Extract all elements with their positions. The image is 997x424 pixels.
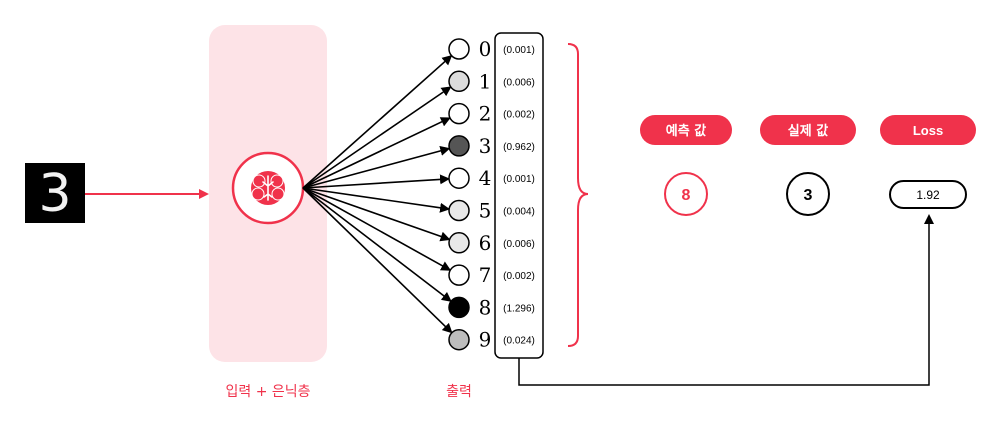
brain-icon <box>251 171 285 205</box>
output-node-9 <box>448 328 470 351</box>
loss-label: Loss <box>913 123 943 138</box>
output-node-8 <box>448 296 470 319</box>
predicted-label: 예측 값 <box>666 123 706 139</box>
output-value-1: (0.006) <box>503 77 535 88</box>
loss-value: 1.92 <box>916 188 940 202</box>
output-digit-7: 7 <box>479 263 492 287</box>
loss-pill: Loss <box>880 115 976 145</box>
fan-arrow-1 <box>302 86 452 189</box>
fan-arrow-6 <box>302 187 451 242</box>
output-value-2: (0.002) <box>503 110 535 121</box>
predicted-value: 8 <box>682 187 691 204</box>
loss-connector-arrow <box>518 214 934 386</box>
fan-arrow-7 <box>302 187 452 271</box>
actual-pill: 실제 값 <box>760 115 856 145</box>
actual-value-circle: 3 <box>786 172 830 216</box>
output-digit-0: 0 <box>479 37 492 61</box>
output-value-8: (1.296) <box>503 303 535 314</box>
output-value-9: (0.024) <box>503 336 535 347</box>
output-value-5: (0.004) <box>503 207 535 218</box>
output-digit-8: 8 <box>479 295 492 319</box>
output-digit-2: 2 <box>479 102 492 126</box>
output-digit-6: 6 <box>479 231 492 255</box>
output-digit-1: 1 <box>479 69 492 93</box>
predicted-value-circle: 8 <box>664 172 708 216</box>
fan-arrow-4 <box>302 174 451 189</box>
fan-arrow-0 <box>302 54 453 189</box>
predicted-pill: 예측 값 <box>640 115 732 145</box>
fan-arrow-3 <box>302 146 451 189</box>
fan-arrow-5 <box>302 187 451 213</box>
fan-arrow-9 <box>302 187 453 334</box>
brain-node <box>231 151 305 225</box>
output-value-6: (0.006) <box>503 239 535 250</box>
output-node-0 <box>448 38 470 60</box>
output-node-5 <box>448 199 470 222</box>
output-digit-3: 3 <box>479 134 492 158</box>
output-digit-5: 5 <box>479 199 492 223</box>
input-digit-image: 3 <box>25 163 85 224</box>
output-value-4: (0.001) <box>503 174 535 185</box>
fan-arrow-2 <box>302 117 451 189</box>
output-values: (0.001) (0.006) (0.002) (0.962) (0.001) (0.00… <box>503 45 535 347</box>
fan-arrow-8 <box>302 187 452 302</box>
output-value-3: (0.962) <box>503 142 535 153</box>
output-node-1 <box>448 70 470 93</box>
output-value-0: (0.001) <box>503 45 535 56</box>
output-node-3 <box>448 135 470 157</box>
output-digit-4: 4 <box>479 166 492 190</box>
input-digit-text: 3 <box>38 164 71 224</box>
output-digit-9: 9 <box>479 328 492 352</box>
output-node-7 <box>448 264 470 286</box>
output-node-6 <box>448 232 470 254</box>
output-brace <box>567 43 589 347</box>
actual-label: 실제 값 <box>788 123 828 139</box>
actual-value: 3 <box>804 187 813 204</box>
output-label: 출력 <box>446 384 472 400</box>
hidden-layer-label: 입력 + 은닉층 <box>225 384 310 400</box>
output-value-7: (0.002) <box>503 271 535 282</box>
output-node-2 <box>448 102 470 125</box>
output-node-4 <box>448 167 470 189</box>
loss-value-box: 1.92 <box>889 180 967 209</box>
output-nodes: 0 1 2 3 4 5 6 7 8 9 <box>448 37 492 352</box>
fan-out-arrows <box>302 54 453 334</box>
